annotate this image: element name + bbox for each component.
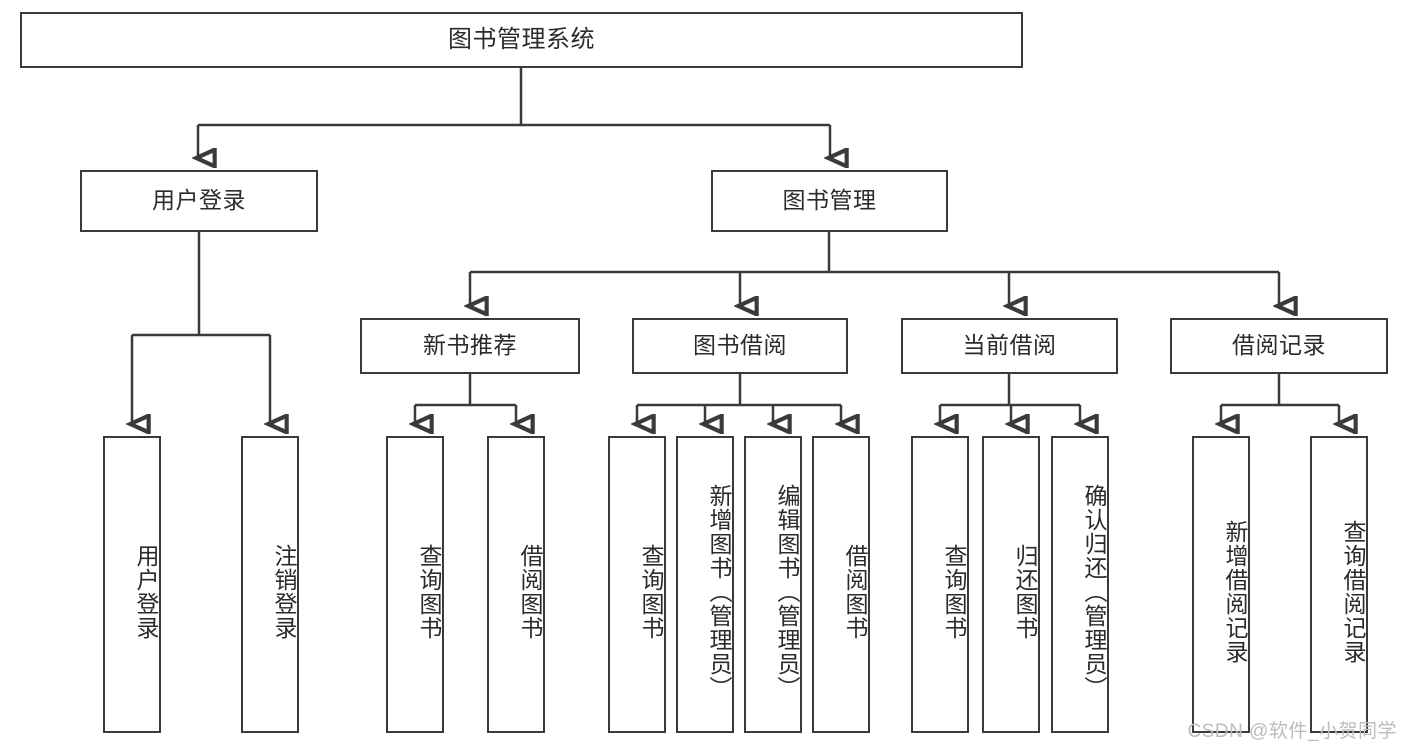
leaf-add-book-admin[interactable]: 新增图书（管理员） <box>676 436 734 733</box>
leaf-return-book[interactable]: 归还图书 <box>982 436 1040 733</box>
watermark: CSDN @软件_小贺同学 <box>1187 721 1397 742</box>
node-new-book-recommend-label: 新书推荐 <box>423 332 517 359</box>
leaf-confirm-return-admin[interactable]: 确认归还（管理员） <box>1051 436 1109 733</box>
leaf-query-borrow-record-label: 查询借阅记录 <box>1340 519 1366 664</box>
leaf-logout-label: 注销登录 <box>271 543 297 640</box>
leaf-borrow-book-label: 借阅图书 <box>842 543 868 640</box>
leaf-confirm-return-admin-label: 确认归还（管理员） <box>1081 483 1107 700</box>
leaf-return-book-label: 归还图书 <box>1012 543 1038 640</box>
node-book-borrow-label: 图书借阅 <box>693 332 787 359</box>
node-root[interactable]: 图书管理系统 <box>20 12 1023 68</box>
node-book-management-label: 图书管理 <box>782 187 877 214</box>
node-borrow-record[interactable]: 借阅记录 <box>1170 318 1388 374</box>
leaf-edit-book-admin-label: 编辑图书（管理员） <box>774 483 800 700</box>
leaf-borrow-book-rec-label: 借阅图书 <box>517 543 543 640</box>
leaf-logout[interactable]: 注销登录 <box>241 436 299 733</box>
node-borrow-record-label: 借阅记录 <box>1232 332 1326 359</box>
leaf-query-borrow-record[interactable]: 查询借阅记录 <box>1310 436 1368 733</box>
leaf-add-borrow-record[interactable]: 新增借阅记录 <box>1192 436 1250 733</box>
leaf-query-book-borrow[interactable]: 查询图书 <box>608 436 666 733</box>
node-book-borrow[interactable]: 图书借阅 <box>632 318 848 374</box>
leaf-query-book-current[interactable]: 查询图书 <box>911 436 969 733</box>
node-user-login[interactable]: 用户登录 <box>80 170 318 232</box>
leaf-query-book-rec-label: 查询图书 <box>416 543 442 640</box>
leaf-query-book-current-label: 查询图书 <box>941 543 967 640</box>
leaf-add-book-admin-label: 新增图书（管理员） <box>706 483 732 700</box>
leaf-user-login-label: 用户登录 <box>133 543 159 640</box>
leaf-add-borrow-record-label: 新增借阅记录 <box>1222 519 1248 664</box>
leaf-edit-book-admin[interactable]: 编辑图书（管理员） <box>744 436 802 733</box>
leaf-query-book-borrow-label: 查询图书 <box>638 543 664 640</box>
node-new-book-recommend[interactable]: 新书推荐 <box>360 318 580 374</box>
leaf-borrow-book-rec[interactable]: 借阅图书 <box>487 436 545 733</box>
node-root-label: 图书管理系统 <box>448 25 595 53</box>
leaf-user-login[interactable]: 用户登录 <box>103 436 161 733</box>
leaf-query-book-rec[interactable]: 查询图书 <box>386 436 444 733</box>
node-current-borrow[interactable]: 当前借阅 <box>901 318 1118 374</box>
leaf-borrow-book[interactable]: 借阅图书 <box>812 436 870 733</box>
node-user-login-label: 用户登录 <box>152 187 246 214</box>
node-current-borrow-label: 当前借阅 <box>962 332 1057 359</box>
node-book-management[interactable]: 图书管理 <box>711 170 948 232</box>
